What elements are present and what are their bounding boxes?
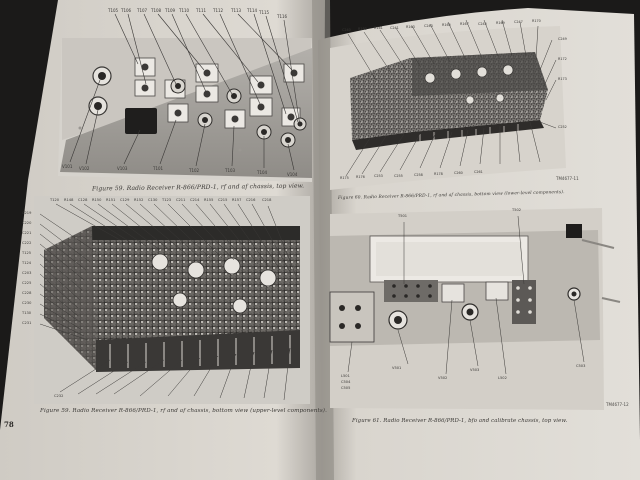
callout-label: C128 (78, 198, 88, 202)
callout-label: C240 (342, 28, 351, 32)
power-transformer (125, 108, 157, 134)
callout-label: C221 (22, 231, 32, 235)
callout-label: R161 (374, 26, 383, 31)
figure-60-photo (330, 19, 566, 190)
callout-label: C505 (341, 386, 351, 390)
callout-label: C260 (454, 171, 463, 176)
callout-label: V502 (438, 376, 448, 380)
callout-label: C241 (390, 25, 399, 30)
callout-label: V104 (287, 172, 298, 177)
callout-label: C203 (22, 271, 32, 275)
callout-label: C214 (190, 198, 200, 202)
callout-label: V102 (79, 166, 90, 171)
callout-label: T116 (277, 14, 288, 19)
callout-label: V503 (470, 368, 480, 372)
callout-label: R155 (204, 198, 214, 202)
callout-label: C243 (424, 24, 433, 28)
callout-label: R150 (92, 198, 102, 202)
callout-label: L502 (498, 376, 507, 380)
callout-label: C255 (394, 173, 403, 178)
callout-label: T104 (257, 170, 268, 175)
callout-label: C222 (22, 241, 32, 245)
callout-label: R172 (558, 57, 567, 61)
callout-label: T123 (162, 198, 172, 202)
callout-label: C211 (176, 198, 186, 202)
callout-label: R157 (232, 198, 242, 202)
callout-label: T106 (121, 8, 132, 13)
callout-label: R170 (532, 19, 541, 24)
callout-label: V103 (117, 166, 128, 171)
callout-label: T112 (213, 8, 224, 13)
callout-label: R169 (496, 20, 505, 25)
callout-label: T502 (512, 208, 522, 212)
callout-label: R148 (64, 198, 74, 202)
callout-label: R178 (434, 172, 443, 176)
callout-label: C231 (22, 321, 32, 325)
callout-label: T111 (196, 8, 207, 13)
callout-label: T105 (108, 8, 119, 13)
callout-label: T103 (225, 168, 236, 173)
callout-label: T124 (22, 261, 32, 265)
callout-label: R176 (356, 175, 365, 180)
callout-label: C258 (414, 172, 423, 177)
callout-label: T107 (137, 8, 148, 13)
callout-label: C218 (262, 198, 272, 202)
callout-label: C232 (54, 394, 64, 398)
callout-label: V101 (62, 164, 73, 169)
callout-label: T102 (189, 168, 200, 173)
callout-label: T501 (398, 214, 408, 218)
callout-label: C247 (514, 20, 523, 24)
callout-label: C230 (22, 301, 32, 305)
callout-label: C215 (218, 198, 228, 202)
callout-label: R160 (358, 27, 367, 32)
callout-label: R152 (134, 198, 144, 202)
callout-label: C503 (576, 364, 586, 368)
callout-label: T130 (22, 311, 32, 315)
callout-label: C253 (374, 174, 383, 179)
callout-label: C249 (558, 37, 567, 41)
callout-label: C261 (474, 170, 483, 175)
figure-59-photo (58, 13, 312, 182)
callout-label: R163 (406, 24, 415, 29)
callout-label: C220 (22, 221, 32, 225)
callout-label: V501 (392, 366, 402, 370)
callout-label: T125 (22, 251, 32, 255)
callout-label: C219 (22, 211, 32, 215)
callout-label: T109 (165, 8, 176, 13)
callout-label: C225 (22, 281, 32, 285)
page-number: 78 (4, 420, 14, 429)
callout-label: T114 (247, 8, 258, 13)
callout-label: T108 (151, 8, 162, 13)
callout-label: R173 (558, 77, 567, 81)
figure-61-caption: Figure 61. Radio Receiver R-866/PRD-1, b… (352, 418, 568, 424)
callout-label: T115 (259, 10, 270, 15)
callout-label: R151 (106, 198, 116, 202)
callout-label: R167 (460, 22, 469, 27)
callout-label: C504 (341, 380, 351, 384)
callout-label: T110 (179, 8, 190, 13)
callout-label: C252 (558, 125, 567, 129)
figure-59-bottom-photo (34, 196, 310, 404)
figure-61-photo (329, 208, 621, 410)
callout-label: R165 (442, 23, 451, 28)
callout-label: L501 (341, 374, 350, 378)
trademark-bottom: TM4677-12 (606, 402, 629, 407)
callout-label: C130 (148, 198, 158, 202)
callout-label: T113 (231, 8, 242, 13)
callout-label: T120 (50, 198, 60, 202)
callout-label: C216 (246, 198, 256, 202)
trademark-top: TM4677-11 (556, 176, 579, 181)
figure-59-bottom-caption: Figure 59. Radio Receiver R-866/PRD-1, r… (40, 408, 327, 414)
callout-label: C228 (22, 291, 32, 295)
callout-label: C245 (478, 21, 487, 26)
callout-label: R175 (340, 176, 349, 180)
callout-label: T101 (153, 166, 164, 171)
callout-label: C129 (120, 198, 130, 202)
